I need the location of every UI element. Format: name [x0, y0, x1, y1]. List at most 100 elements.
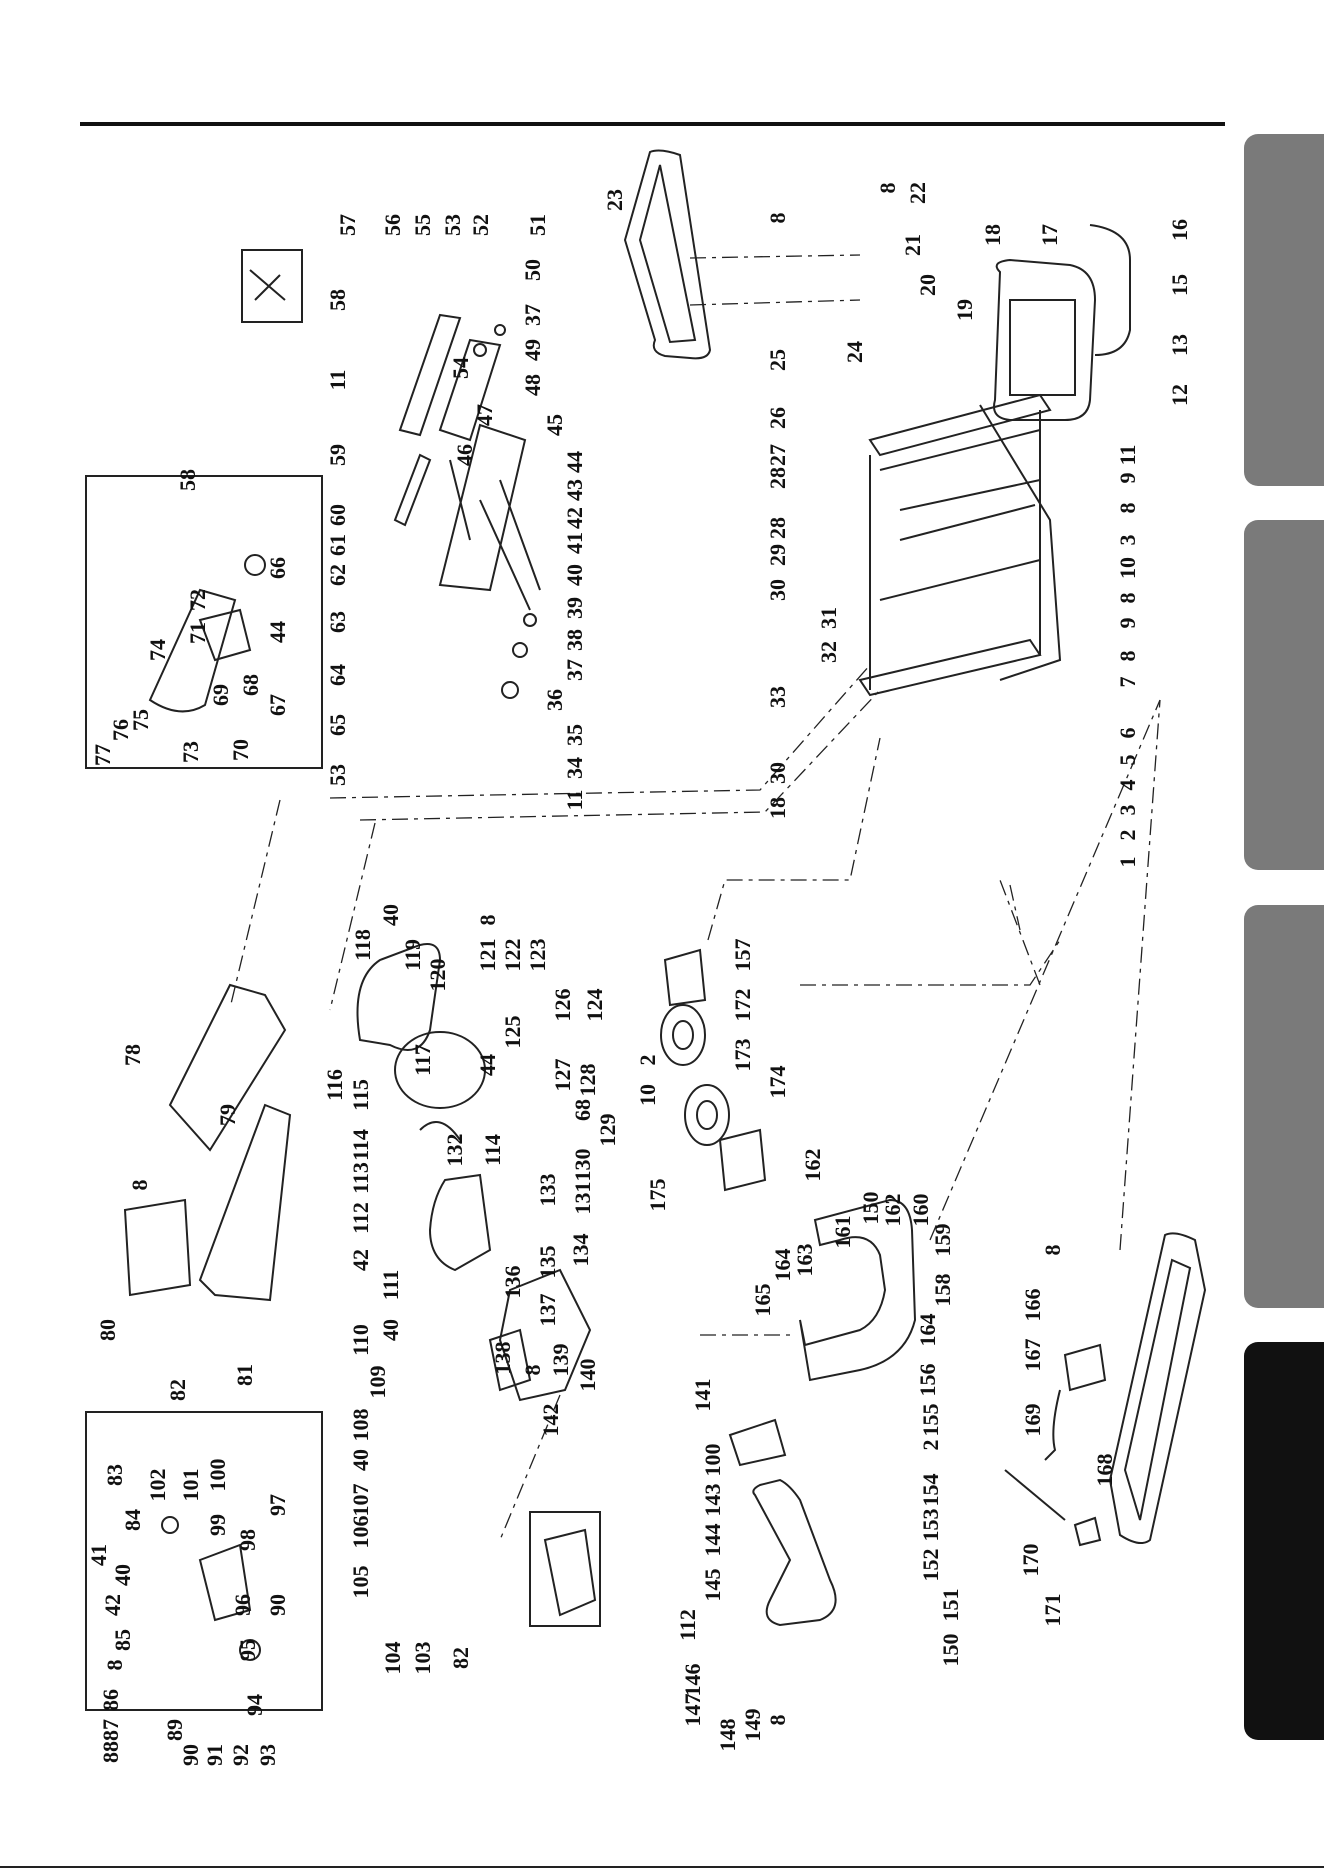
callout-label-c11a: 11	[1115, 445, 1140, 466]
callout-label-c42a: 42	[562, 507, 587, 529]
callout-label-c25: 25	[765, 349, 790, 371]
assembly-line	[359, 689, 881, 821]
assembly-line	[329, 664, 871, 799]
callout-label-c110: 110	[348, 1324, 373, 1356]
wheels	[660, 1004, 730, 1146]
callout-label-c106: 106	[348, 1516, 373, 1549]
callout-label-c40a: 40	[562, 564, 587, 586]
callout-label-c164b: 164	[915, 1314, 940, 1347]
callout-label-c162a: 162	[800, 1149, 825, 1182]
callout-label-c33: 33	[765, 686, 790, 708]
callout-label-c79: 79	[215, 1104, 240, 1126]
callout-label-c149: 149	[740, 1709, 765, 1742]
callout-label-c125: 125	[500, 1016, 525, 1049]
callout-label-c158: 158	[930, 1274, 955, 1307]
callout-label-c88: 88	[98, 1741, 123, 1763]
blade-guard-lower	[419, 1121, 492, 1272]
callout-label-c1: 1	[1115, 857, 1140, 868]
callout-label-c109: 109	[365, 1366, 390, 1399]
callout-label-c128: 128	[575, 1064, 600, 1097]
callout-label-c124: 124	[582, 989, 607, 1022]
callout-label-c174: 174	[765, 1066, 790, 1099]
table-extension	[123, 983, 292, 1302]
callout-label-c56: 56	[380, 214, 405, 236]
callout-label-c6: 6	[1115, 728, 1140, 739]
callout-label-c58a: 58	[325, 289, 350, 311]
callout-label-c34: 34	[562, 757, 587, 779]
callout-label-c126: 126	[550, 989, 575, 1022]
callout-label-c65: 65	[325, 714, 350, 736]
callout-label-c55: 55	[410, 214, 435, 236]
callout-label-c162b: 162	[880, 1194, 905, 1227]
callout-label-c11b: 11	[562, 790, 587, 811]
callout-label-c40c: 40	[378, 1319, 403, 1341]
callout-label-c87: 87	[98, 1719, 123, 1741]
callout-label-c101: 101	[178, 1469, 203, 1502]
wheel-bracket	[663, 948, 707, 1007]
callout-label-c123: 123	[525, 939, 550, 972]
callout-label-c72: 72	[185, 589, 210, 611]
callout-label-c169: 169	[1020, 1404, 1045, 1437]
callout-label-c76: 76	[108, 719, 133, 741]
callout-label-c82b: 82	[165, 1379, 190, 1401]
callout-label-c39: 39	[562, 597, 587, 619]
callout-label-c58b: 58	[175, 469, 200, 491]
callout-label-c64: 64	[325, 664, 350, 686]
callout-label-c95: 95	[235, 1639, 260, 1661]
callout-label-c164a: 164	[770, 1249, 795, 1282]
callout-label-c114a: 114	[348, 1129, 373, 1161]
callout-label-c142: 142	[538, 1404, 563, 1437]
callout-label-c129: 129	[595, 1114, 620, 1147]
callout-label-c44b: 44	[265, 621, 290, 643]
detail-box-58	[85, 475, 323, 769]
callout-label-c90a: 90	[265, 1594, 290, 1616]
callout-label-c10b: 10	[635, 1084, 660, 1106]
callout-label-c86: 86	[98, 1689, 123, 1711]
wheel-bracket	[718, 1128, 767, 1192]
callout-label-c8a: 8	[1115, 651, 1140, 662]
callout-label-c8j: 8	[765, 1715, 790, 1726]
callout-label-c143: 143	[700, 1484, 725, 1517]
callout-label-c127: 127	[550, 1059, 575, 1092]
callout-label-c152: 152	[918, 1549, 943, 1582]
callout-label-c82a: 82	[448, 1647, 473, 1669]
callout-label-c8i: 8	[102, 1660, 127, 1671]
section-tab-4-active[interactable]	[1244, 1342, 1324, 1740]
pump-cord	[1044, 1389, 1061, 1461]
callout-label-c75: 75	[128, 709, 153, 731]
callout-label-c130: 130	[570, 1149, 595, 1182]
section-tab-2[interactable]	[1244, 520, 1324, 870]
callout-label-c38: 38	[562, 629, 587, 651]
base-bracket	[752, 1478, 837, 1627]
callout-label-c92: 92	[228, 1744, 253, 1766]
callout-label-c27: 27	[765, 444, 790, 466]
callout-label-c15: 15	[1167, 274, 1192, 296]
callout-label-c172: 172	[730, 989, 755, 1022]
power-cord	[1004, 1469, 1066, 1521]
callout-label-c111: 111	[378, 1270, 403, 1301]
callout-label-c67: 67	[265, 694, 290, 716]
miter-gauge-detail	[148, 269, 286, 713]
callout-label-c138: 138	[490, 1342, 515, 1375]
callout-label-c113: 113	[348, 1162, 373, 1194]
callout-label-c46: 46	[452, 444, 477, 466]
callout-label-c91: 91	[202, 1744, 227, 1766]
callout-label-c165: 165	[750, 1284, 775, 1317]
callout-label-c53a: 53	[440, 214, 465, 236]
section-tab-3[interactable]	[1244, 905, 1324, 1308]
callout-label-c40b: 40	[378, 904, 403, 926]
callout-label-c90b: 90	[178, 1744, 203, 1766]
footer-rule	[0, 1866, 1324, 1868]
side-handle	[993, 224, 1131, 421]
section-tab-1[interactable]	[1244, 134, 1324, 486]
callout-label-c19: 19	[952, 299, 977, 321]
callout-label-c28a: 28	[765, 467, 790, 489]
callout-label-c12: 12	[1167, 384, 1192, 406]
callout-label-c48: 48	[520, 374, 545, 396]
detail-box-58-small	[241, 249, 303, 323]
callout-label-c97: 97	[265, 1494, 290, 1516]
callout-label-c66: 66	[265, 557, 290, 579]
callout-label-c175: 175	[645, 1179, 670, 1212]
callout-label-c160: 160	[908, 1194, 933, 1227]
callout-label-c80: 80	[95, 1319, 120, 1341]
